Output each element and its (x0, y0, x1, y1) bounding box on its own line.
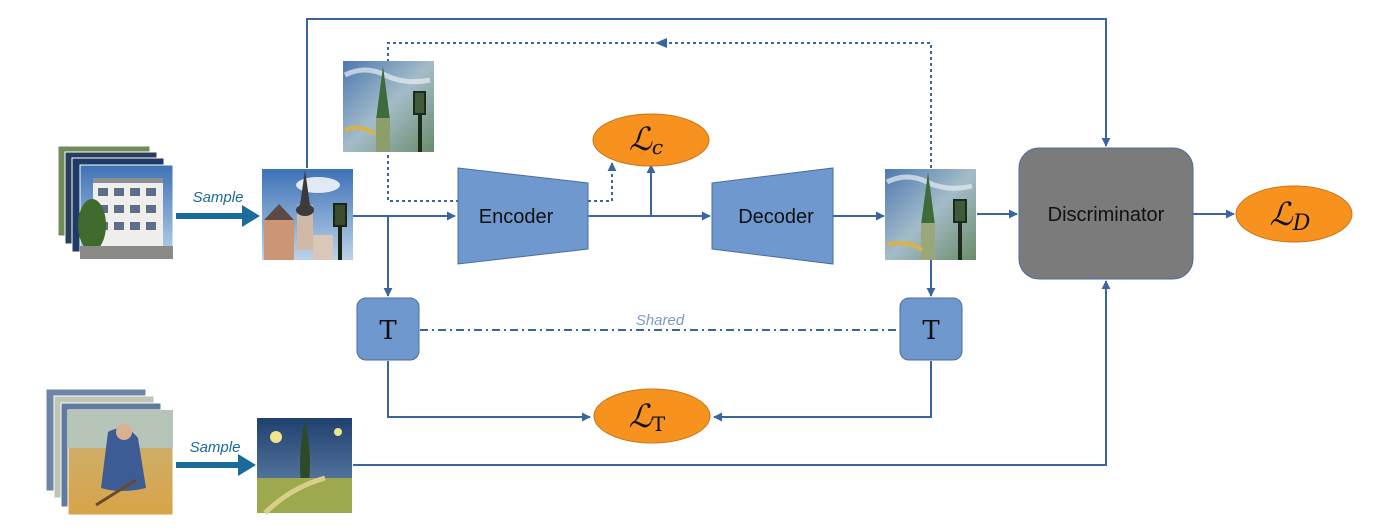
decoder-node: Decoder (711, 167, 834, 265)
photo-sample-image (262, 169, 353, 260)
t-right-label: T (922, 316, 940, 346)
art-sample-image (257, 418, 352, 515)
transform-loss-symbol: ℒ (629, 397, 653, 435)
stylized-preview-image (343, 61, 434, 152)
content-loss-symbol: ℒ (629, 120, 653, 158)
stylized-output-image (885, 169, 976, 260)
t-right-node: T (899, 297, 963, 361)
discriminator-label: Discriminator (1048, 204, 1165, 226)
t-left-label: T (379, 316, 397, 346)
edge-t-left-to-lt (387, 361, 591, 422)
svg-text:ℒT: ℒT (629, 397, 666, 436)
svg-text:ℒc: ℒc (629, 120, 663, 159)
discriminator-node: Discriminator (1018, 147, 1194, 280)
sample-arrow-bottom (176, 454, 256, 476)
photo-stack-image (57, 145, 174, 260)
transform-loss-sub: T (652, 412, 666, 436)
sample-arrow-top (176, 205, 260, 227)
shared-label: Shared (636, 312, 685, 329)
encoder-label: Encoder (479, 206, 554, 228)
edge-photo-to-discriminator (306, 18, 1111, 168)
dotted-loop-arrowhead (655, 38, 667, 48)
edge-t-right-to-lt (713, 361, 932, 422)
content-loss-sub: c (652, 135, 663, 159)
discriminator-loss-symbol: ℒ (1270, 195, 1294, 233)
edge-art-to-discriminator (353, 280, 1111, 466)
sample-label-bottom: Sample (190, 439, 241, 456)
decoder-label: Decoder (738, 206, 814, 228)
t-left-node: T (356, 297, 420, 361)
encoder-node: Encoder (457, 167, 589, 265)
discriminator-loss: ℒD (1235, 185, 1353, 243)
content-loss: ℒc (592, 113, 710, 167)
transform-loss: ℒT (593, 388, 711, 444)
svg-text:ℒD: ℒD (1270, 195, 1311, 236)
sample-label-top: Sample (193, 189, 244, 206)
connectors (176, 18, 1235, 476)
discriminator-loss-sub: D (1292, 211, 1311, 236)
art-stack-image (45, 388, 174, 516)
